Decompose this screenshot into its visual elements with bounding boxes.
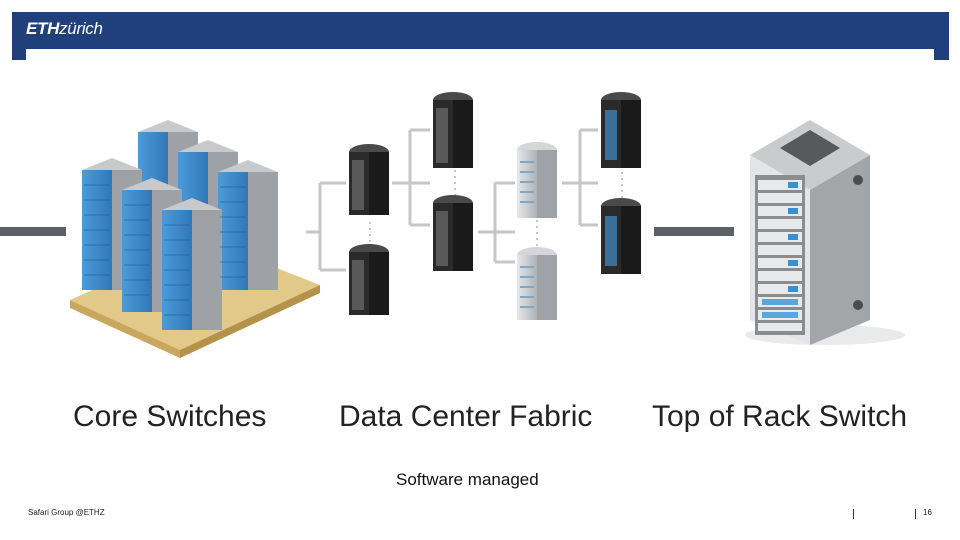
- fabric-rack-1: [349, 144, 389, 215]
- data-center-fabric-label: Data Center Fabric: [339, 400, 593, 433]
- left-link-bar: [0, 227, 66, 236]
- logo-light-text: zürich: [59, 19, 103, 38]
- eth-logo: ETHzürich: [26, 19, 103, 39]
- rack-units: [758, 180, 802, 331]
- header-bar: [12, 12, 949, 49]
- fabric-rack-3: [433, 92, 473, 168]
- data-center-fabric-illustration: [306, 92, 641, 320]
- top-of-rack-switch-label: Top of Rack Switch: [652, 400, 908, 433]
- header-strip-right: [934, 49, 949, 60]
- top-of-rack-switch-illustration: [745, 120, 905, 345]
- software-managed-label: Software managed: [396, 470, 539, 489]
- right-link-bar: [654, 227, 734, 236]
- logo-bold-text: ETH: [26, 19, 60, 38]
- footer-credit: Safari Group @ETHZ: [28, 508, 105, 517]
- footer-divider-1: [853, 509, 854, 519]
- fabric-rack-2: [349, 244, 389, 315]
- network-illustration: [0, 92, 905, 358]
- page-number: 16: [923, 508, 932, 517]
- fabric-rack-8: [601, 198, 641, 274]
- fabric-rack-4: [433, 195, 473, 271]
- fabric-rack-5: [517, 142, 557, 218]
- core-switches-illustration: [70, 120, 320, 358]
- fabric-rack-6: [517, 247, 557, 320]
- fabric-rack-7: [601, 92, 641, 168]
- core-switches-label: Core Switches: [73, 400, 267, 433]
- footer-divider-2: [915, 509, 916, 519]
- header-strip-left: [12, 49, 26, 60]
